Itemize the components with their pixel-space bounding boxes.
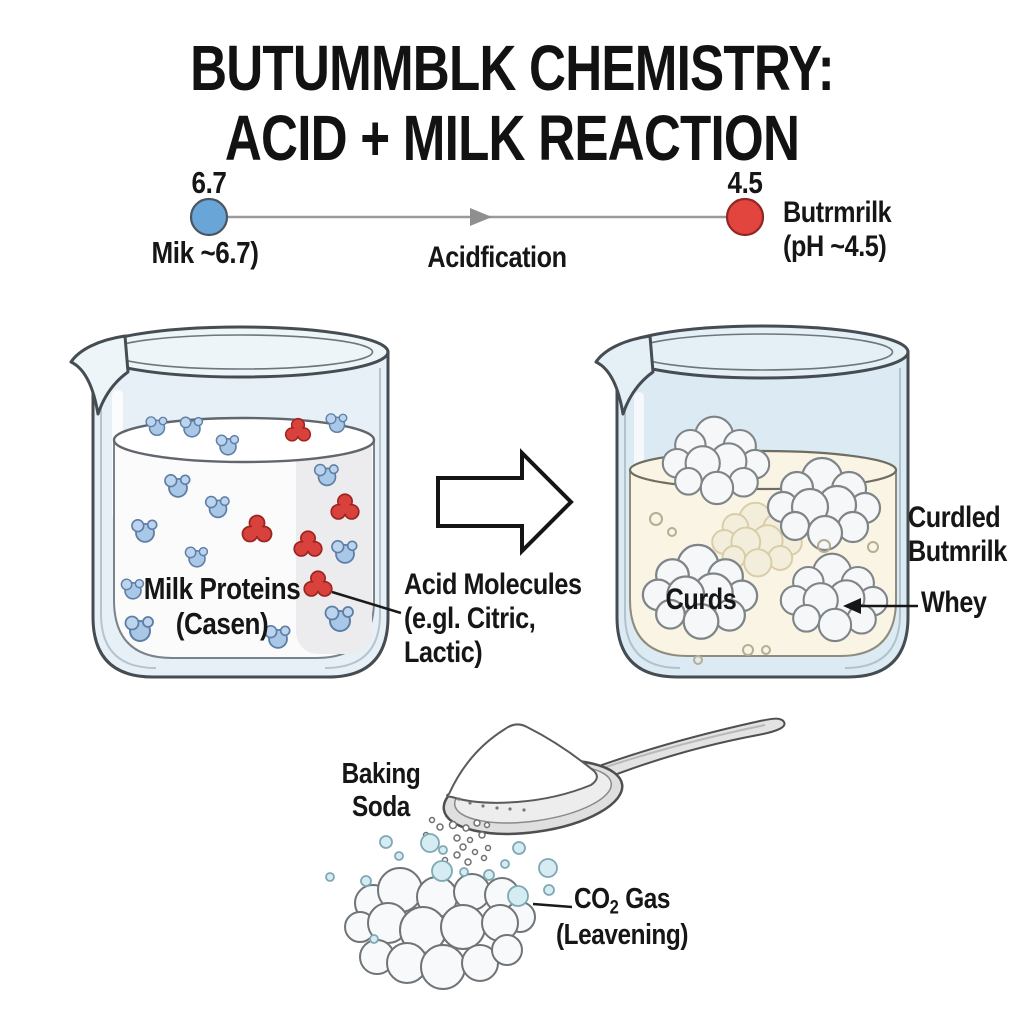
- milk-proteins-label: Milk Proteins (Casen): [121, 571, 323, 642]
- falling-powder-particles: [422, 816, 492, 866]
- ph-milk-dot-icon: [189, 197, 229, 237]
- baking-soda-powder: [446, 723, 598, 804]
- acid-molecules-line2: (e.gl. Citric,: [404, 602, 536, 636]
- ph-end-label-line1: Butrmrilk: [783, 196, 892, 229]
- milk-beaker: [69, 325, 390, 679]
- acid-molecules-line3: Lactic): [404, 636, 483, 670]
- beaker-spout: [69, 334, 130, 416]
- co2-subscript: 2: [609, 896, 619, 919]
- acid-pointer-line: [331, 590, 402, 615]
- co2-gas-line1: CO2 Gas: [546, 883, 697, 919]
- co2-gas-label: CO2 Gas (Leavening): [546, 883, 697, 952]
- curdled-buttermilk-label: Curdled Butmrilk: [908, 501, 1007, 569]
- ph-process-label: Acidfication: [427, 241, 567, 274]
- curdled-line2: Butmrilk: [908, 535, 1007, 569]
- curdled-line1: Curdled: [908, 501, 1001, 534]
- co2-suffix: Gas: [618, 883, 671, 915]
- milk-proteins-line1: Milk Proteins: [143, 571, 301, 606]
- co2-pointer-line: [532, 902, 573, 909]
- milk-proteins-line2: (Casen): [175, 606, 269, 642]
- baking-soda-label: Baking Soda: [314, 758, 448, 824]
- whey-arrow: [843, 598, 918, 614]
- co2-gas-line2: (Leavening): [555, 918, 689, 951]
- ph-end-label: Butrmrilk (pH ~4.5): [783, 196, 892, 264]
- ph-end-value: 4.5: [727, 165, 763, 200]
- baking-soda-line2: Soda: [352, 791, 410, 824]
- whey-label: Whey: [921, 586, 987, 619]
- baking-soda-line1: Baking: [341, 758, 421, 790]
- co2-prefix: CO: [573, 883, 610, 915]
- beaker-spout: [594, 334, 655, 416]
- title-line-1: BUTUMMBLK CHEMISTRY:: [190, 32, 835, 104]
- buttermilk-beaker: [594, 324, 910, 679]
- page-title: BUTUMMBLK CHEMISTRY: ACID + MILK REACTIO…: [102, 33, 921, 174]
- curds-label: Curds: [665, 583, 737, 616]
- reaction-arrow-icon: [436, 448, 574, 556]
- ph-start-label: Mik ~6.7): [151, 235, 259, 270]
- co2-bubbles: [325, 833, 558, 944]
- ph-start-value: 6.7: [191, 165, 227, 200]
- ph-scale-arrowhead-icon: [470, 208, 492, 226]
- baking-soda-spoon: [422, 717, 786, 866]
- ph-buttermilk-dot-icon: [725, 197, 765, 237]
- whey-bubbles: [649, 512, 879, 665]
- acid-molecules-line1: Acid Molecules: [404, 568, 582, 601]
- title-line-2: ACID + MILK REACTION: [224, 102, 800, 175]
- co2-foam: [325, 833, 558, 990]
- ph-end-label-line2: (pH ~4.5): [783, 230, 887, 264]
- ph-scale: [189, 197, 765, 237]
- whey-arrowhead-icon: [843, 598, 861, 614]
- acid-molecules-label: Acid Molecules (e.gl. Citric, Lactic): [404, 568, 582, 671]
